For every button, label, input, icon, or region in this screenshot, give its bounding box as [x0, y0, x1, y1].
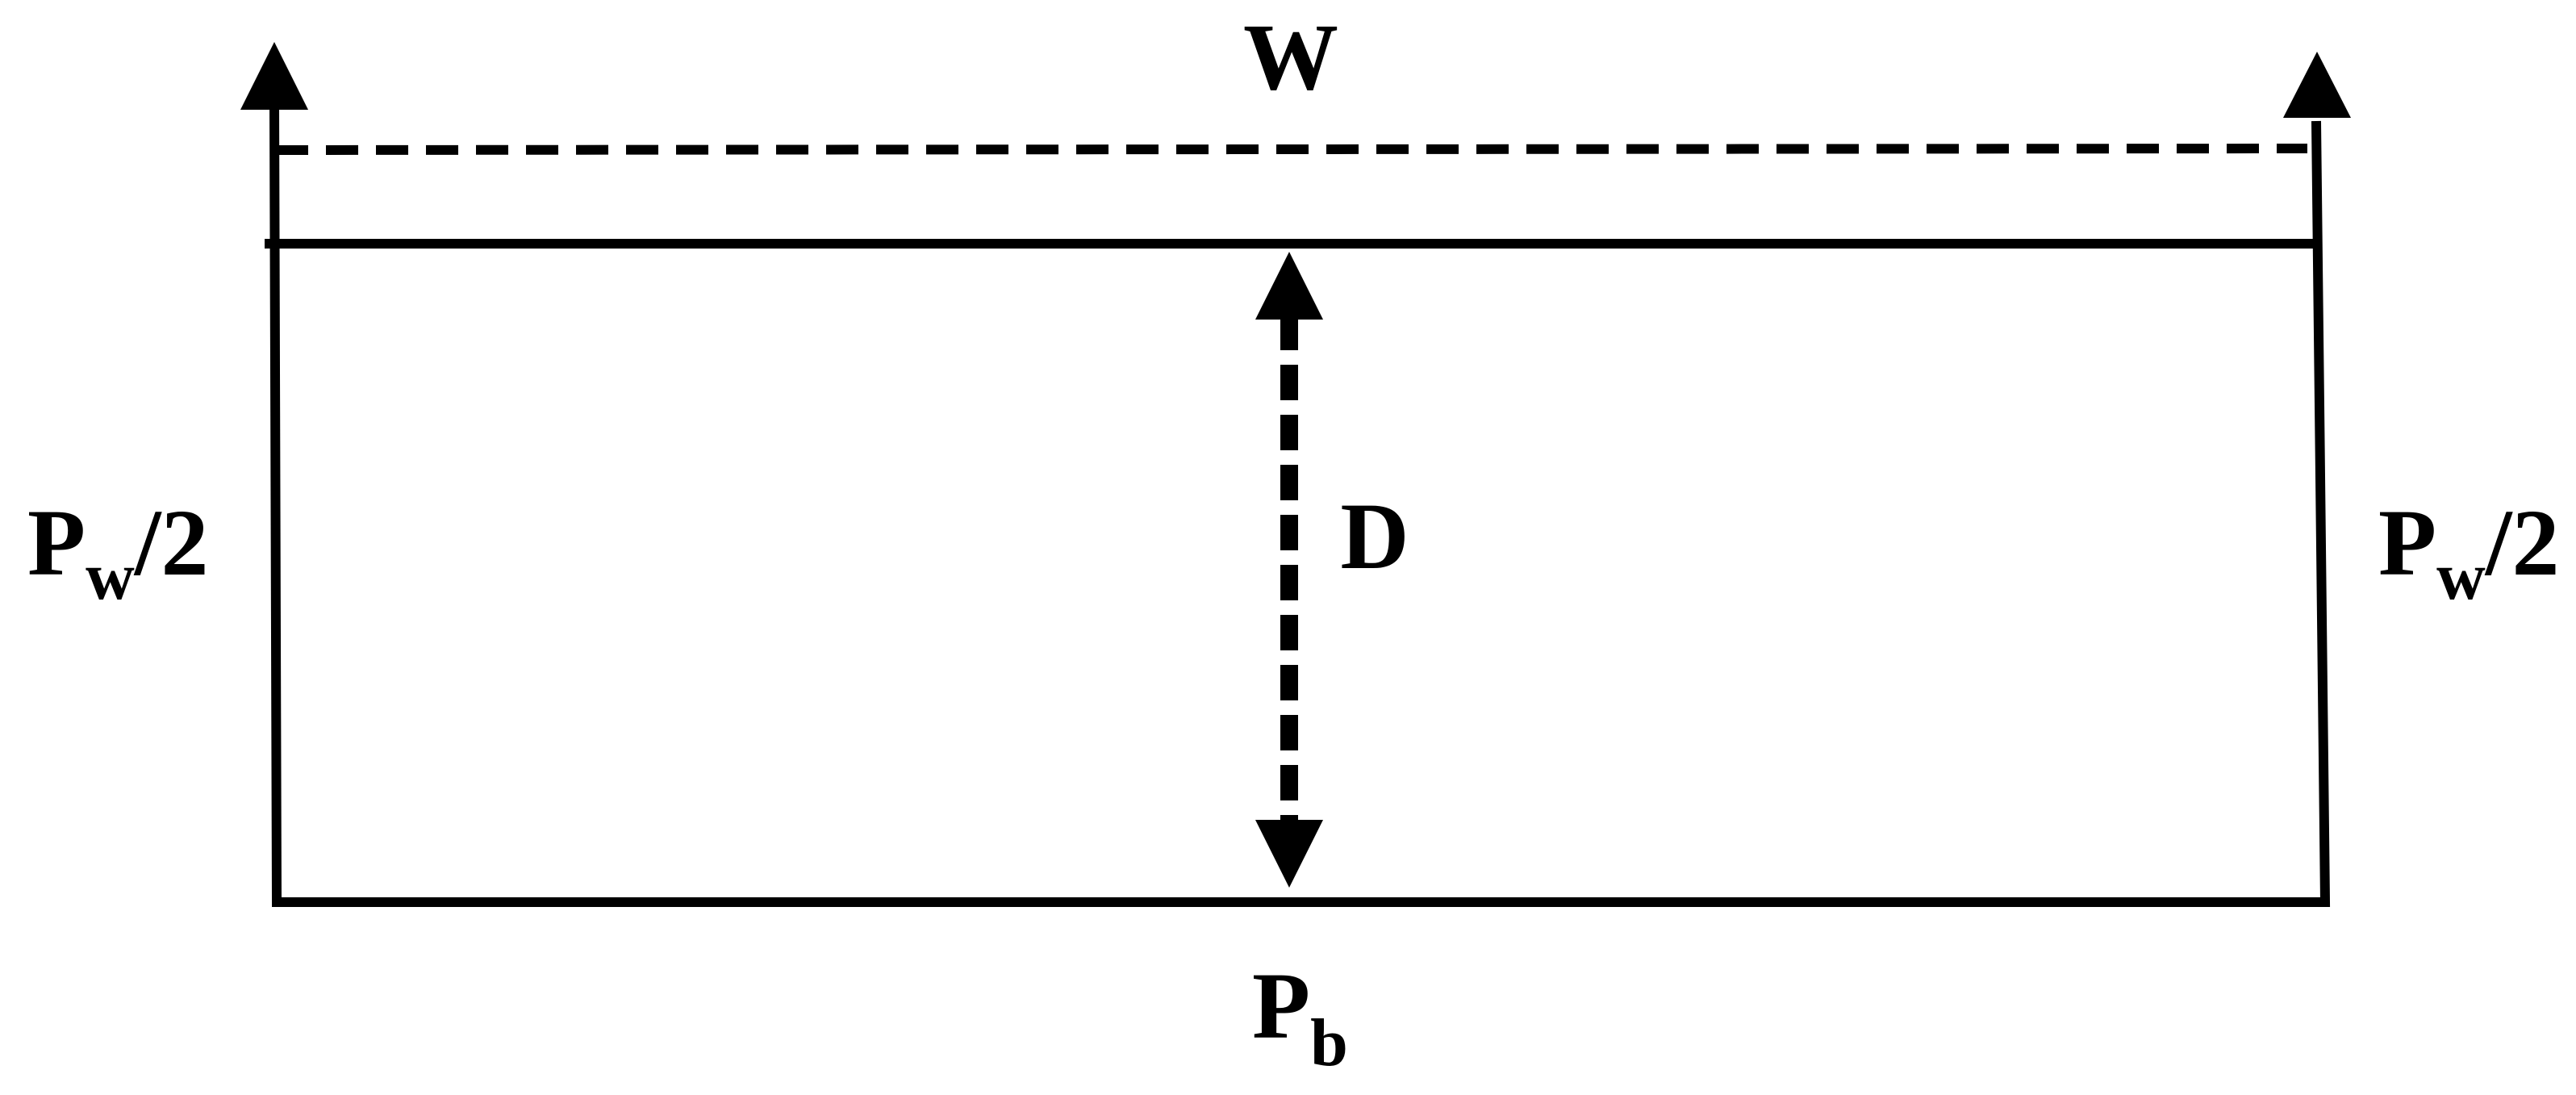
right-side-label: Pw/2	[2378, 490, 2560, 614]
left-up-arrowhead	[240, 42, 308, 110]
depth-up-arrowhead	[1255, 252, 1323, 320]
width-label: W	[1243, 4, 1338, 110]
channel-outline	[269, 102, 2331, 907]
left-side-label: Pw/2	[27, 490, 209, 614]
bottom-label-base: P	[1252, 953, 1310, 1059]
left-side-label-suffix: /2	[133, 490, 209, 596]
right-up-arrowhead	[2283, 52, 2351, 118]
right-side-label-base: P	[2378, 490, 2436, 596]
depth-label: D	[1340, 483, 1409, 589]
left-side-label-sub: w	[86, 539, 135, 614]
bottom-label: Pb	[1252, 953, 1348, 1080]
right-side-label-suffix: /2	[2484, 490, 2560, 596]
left-side-label-base: P	[27, 490, 86, 596]
right-side-label-sub: w	[2436, 539, 2486, 614]
bottom-label-sub: b	[1310, 1005, 1348, 1080]
depth-down-arrowhead	[1255, 820, 1323, 888]
width-dashed-line	[275, 144, 2308, 155]
